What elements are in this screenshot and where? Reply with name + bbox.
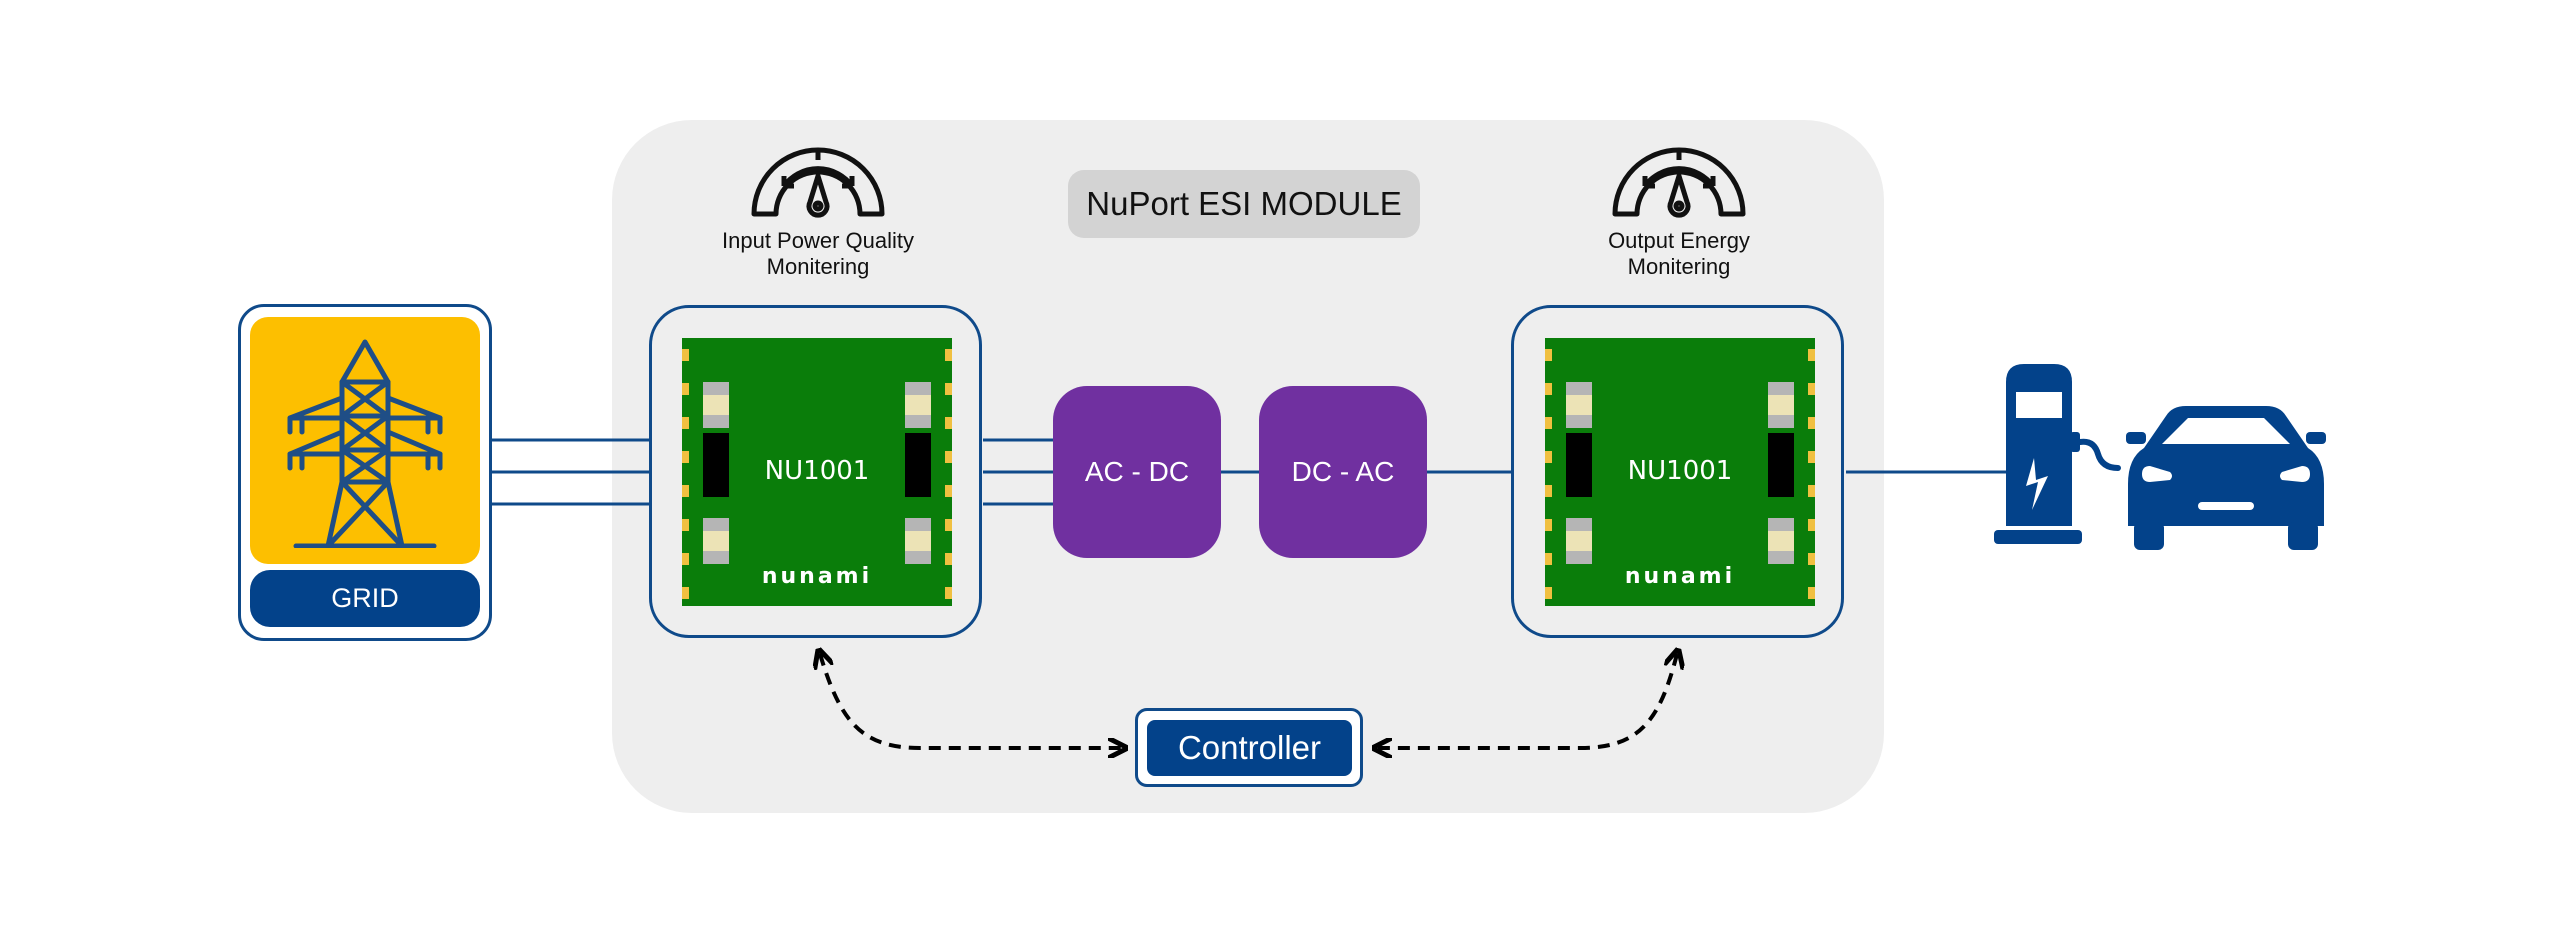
board-model-label: NU1001 bbox=[1627, 456, 1733, 486]
output-monitor-card bbox=[1511, 305, 1844, 638]
gauge-icon bbox=[1612, 147, 1746, 218]
transmission-tower-icon bbox=[287, 339, 443, 548]
grid-label: GRID bbox=[250, 570, 480, 627]
ac-dc-converter: AC - DC bbox=[1053, 386, 1221, 558]
input-controller-arrow bbox=[820, 654, 1122, 748]
module-title: NuPort ESI MODULE bbox=[1068, 170, 1420, 238]
car-icon bbox=[2126, 406, 2326, 550]
gauge-icon bbox=[751, 147, 885, 218]
nunami-logo: nunami bbox=[1624, 564, 1736, 589]
input-monitor-card bbox=[649, 305, 982, 638]
input-monitor-label: Input Power Quality Monitering bbox=[722, 228, 914, 279]
board-model-label: NU1001 bbox=[764, 456, 870, 486]
output-nu1001-board: NU1001 nunami bbox=[1545, 338, 1815, 606]
output-controller-arrow bbox=[1378, 654, 1677, 748]
input-nu1001-board: NU1001 nunami bbox=[682, 338, 952, 606]
dc-ac-converter: DC - AC bbox=[1259, 386, 1427, 558]
controller-block: Controller bbox=[1147, 720, 1352, 776]
nunami-logo: nunami bbox=[761, 564, 873, 589]
ev-charger-icon bbox=[1994, 364, 2121, 544]
module-title-text: NuPort ESI MODULE bbox=[1086, 185, 1402, 222]
grid-icon-tile bbox=[250, 317, 480, 564]
output-monitor-label: Output Energy Monitering bbox=[1608, 228, 1750, 279]
